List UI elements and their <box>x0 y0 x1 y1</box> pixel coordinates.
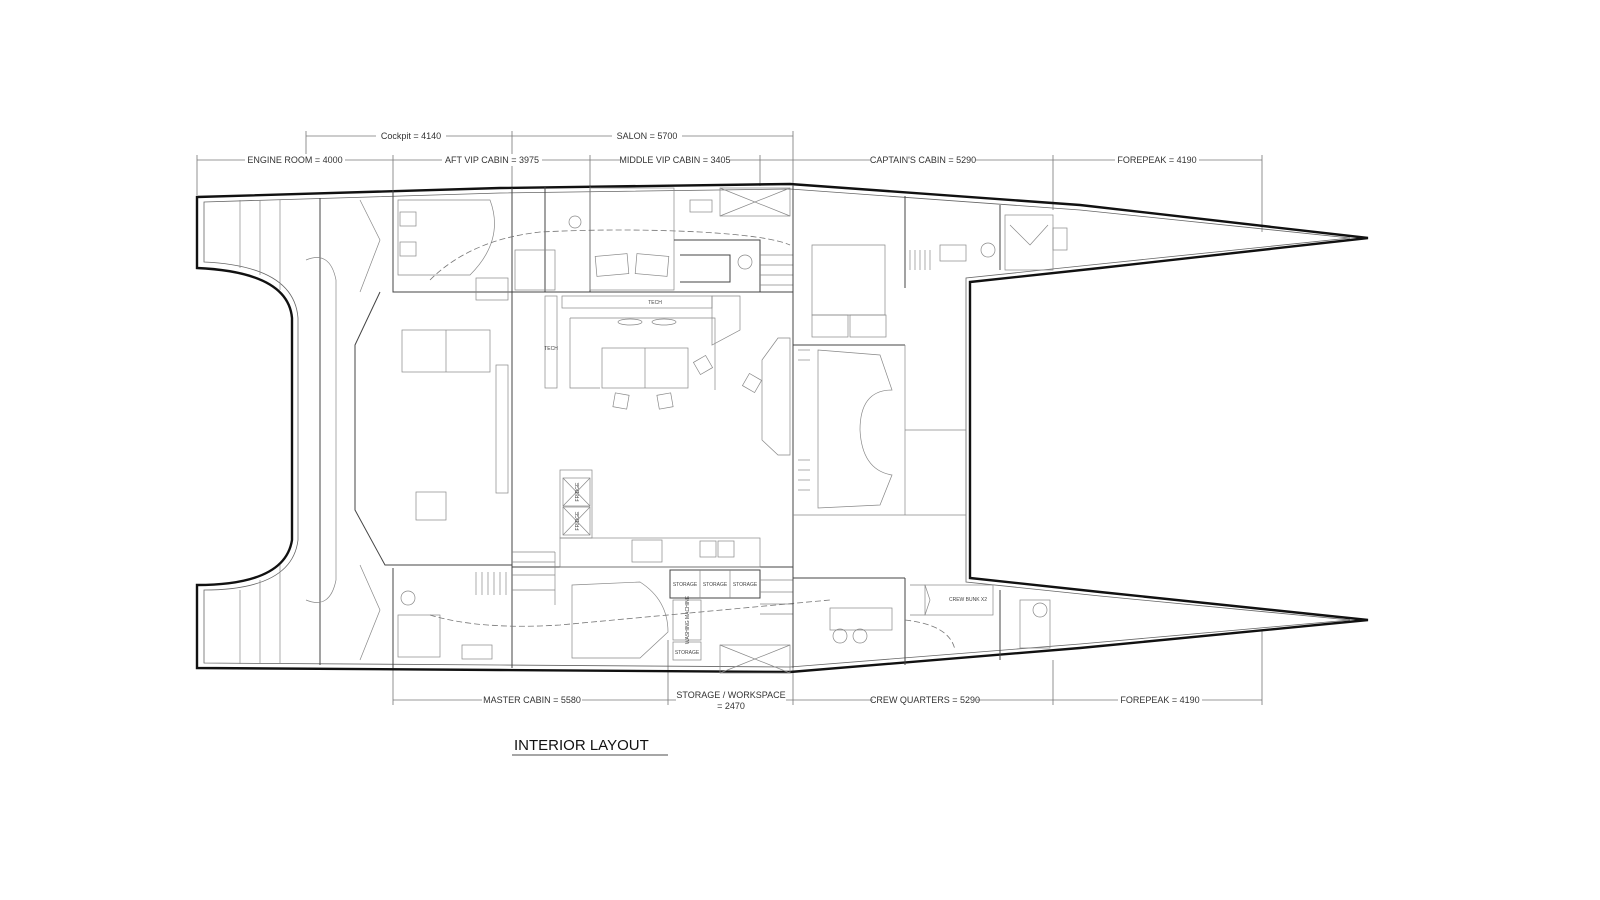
master-cabin: STORAGE STORAGE STORAGE WASHING MACHINE … <box>397 551 831 674</box>
master-bed <box>571 581 669 659</box>
label-tech-2: TECH <box>544 346 558 352</box>
label-storage-3: STORAGE <box>733 582 758 588</box>
label-storage-2: STORAGE <box>703 582 728 588</box>
dimension-cockpit: Cockpit = 4140 <box>381 131 441 141</box>
dimension-middle-vip-cabin: MIDDLE VIP CABIN = 3405 <box>619 155 730 165</box>
cockpit-steps <box>495 364 509 494</box>
dimension-forepeak-top: FOREPEAK = 4190 <box>1117 155 1196 165</box>
salon: TECH TECH <box>511 291 794 568</box>
label-crew-bunk: CREW BUNK X2 <box>949 597 987 603</box>
engine-room <box>239 198 337 665</box>
salon-sofa-forward <box>817 349 893 509</box>
dimension-salon: SALON = 5700 <box>617 131 678 141</box>
captains-bed <box>811 244 886 316</box>
label-fridge-2: FRIDGE <box>575 511 581 531</box>
captains-cabin <box>792 186 1068 668</box>
crew-quarters: CREW BUNK X2 <box>793 577 1051 665</box>
label-storage-1: STORAGE <box>673 582 698 588</box>
sink <box>699 540 717 558</box>
drawing-title: INTERIOR LAYOUT <box>514 737 649 754</box>
dimension-row-bottom: MASTER CABIN = 5580 STORAGE / WORKSPACE … <box>392 630 1263 714</box>
dimension-captains-cabin: CAPTAIN'S CABIN = 5290 <box>870 155 976 165</box>
cooktop <box>631 539 663 563</box>
dimension-engine-room: ENGINE ROOM = 4000 <box>247 155 342 165</box>
dimension-master-cabin: MASTER CABIN = 5580 <box>483 695 581 705</box>
label-tech-1: TECH <box>648 300 662 306</box>
dimension-aft-vip-cabin: AFT VIP CABIN = 3975 <box>445 155 539 165</box>
label-storage-4: STORAGE <box>675 650 700 656</box>
label-washing-machine: WASHING MACHINE <box>685 595 691 644</box>
helm-station <box>761 337 791 456</box>
dimension-crew-quarters: CREW QUARTERS = 5290 <box>870 695 980 705</box>
middle-vip-cabin <box>589 186 793 292</box>
dimension-row-upper: Cockpit = 4140 SALON = 5700 <box>305 130 794 190</box>
dimension-storage-workspace: STORAGE / WORKSPACE <box>676 690 785 700</box>
label-fridge-1: FRIDGE <box>575 482 581 502</box>
galley: FRIDGE FRIDGE <box>559 469 761 568</box>
hull-outline <box>195 182 1369 674</box>
crew-bunk <box>924 584 994 616</box>
dimension-row-top: ENGINE ROOM = 4000 AFT VIP CABIN = 3975 … <box>196 154 1263 232</box>
cockpit <box>354 190 512 668</box>
aft-vip-cabin <box>397 186 791 668</box>
dimension-storage-workspace-value: = 2470 <box>717 701 745 711</box>
cockpit-table <box>415 491 447 521</box>
dimension-forepeak-bottom: FOREPEAK = 4190 <box>1120 695 1199 705</box>
